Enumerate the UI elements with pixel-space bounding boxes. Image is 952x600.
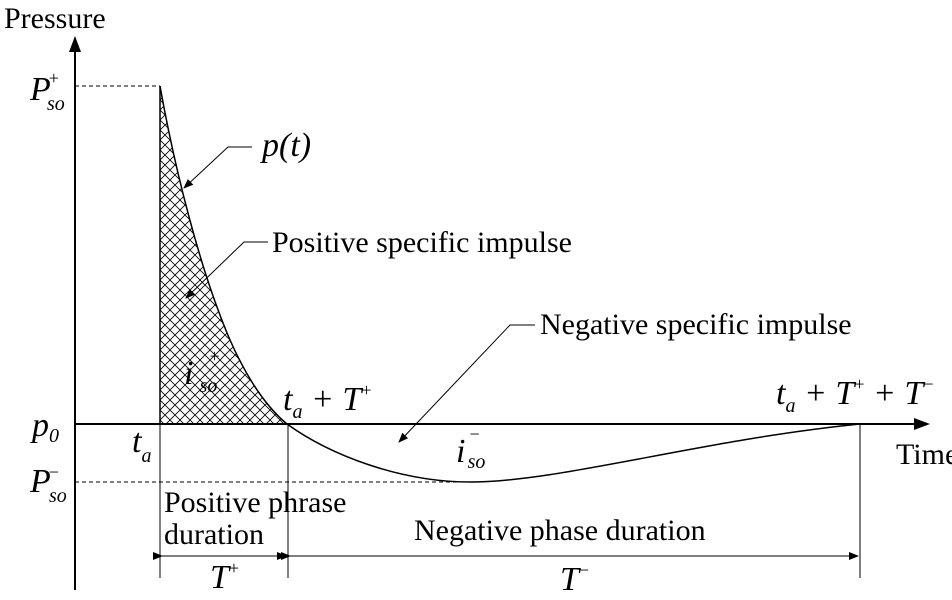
- x-axis-label: Time: [896, 438, 952, 471]
- x-axis-arrow: [914, 418, 930, 430]
- negative-impulse-symbol: i−so: [456, 424, 485, 473]
- peak-pressure-label: P+so: [29, 68, 65, 115]
- ta-plus-tpos-tneg-label: ta + T+ + T−: [776, 374, 933, 417]
- ta-plus-tpos-label: ta + T+: [283, 380, 371, 423]
- ambient-pressure-label: p0: [30, 407, 59, 447]
- positive-duration-label-line1: Positive phrase: [164, 486, 346, 519]
- negative-impulse-label: Negative specific impulse: [540, 308, 852, 341]
- negative-duration-label: Negative phase duration: [414, 514, 706, 547]
- curve-label: p(t): [260, 127, 311, 164]
- negative-impulse-leader: [398, 324, 535, 443]
- t-negative-label: T−: [560, 560, 589, 598]
- positive-duration-label-line2: duration: [164, 518, 264, 551]
- y-axis-label: Pressure: [4, 2, 106, 35]
- pressure-curve: [159, 85, 861, 483]
- positive-impulse-label: Positive specific impulse: [272, 226, 572, 259]
- positive-impulse-leader: [185, 241, 268, 299]
- positive-impulse-symbol: i+so: [184, 346, 220, 397]
- t-positive-label: T+: [210, 558, 239, 596]
- min-pressure-label: P−so: [29, 462, 67, 507]
- positive-impulse-area: [160, 86, 287, 424]
- ta-label: ta: [132, 423, 151, 467]
- pt-leader: [183, 146, 252, 189]
- y-axis-arrow: [69, 36, 81, 52]
